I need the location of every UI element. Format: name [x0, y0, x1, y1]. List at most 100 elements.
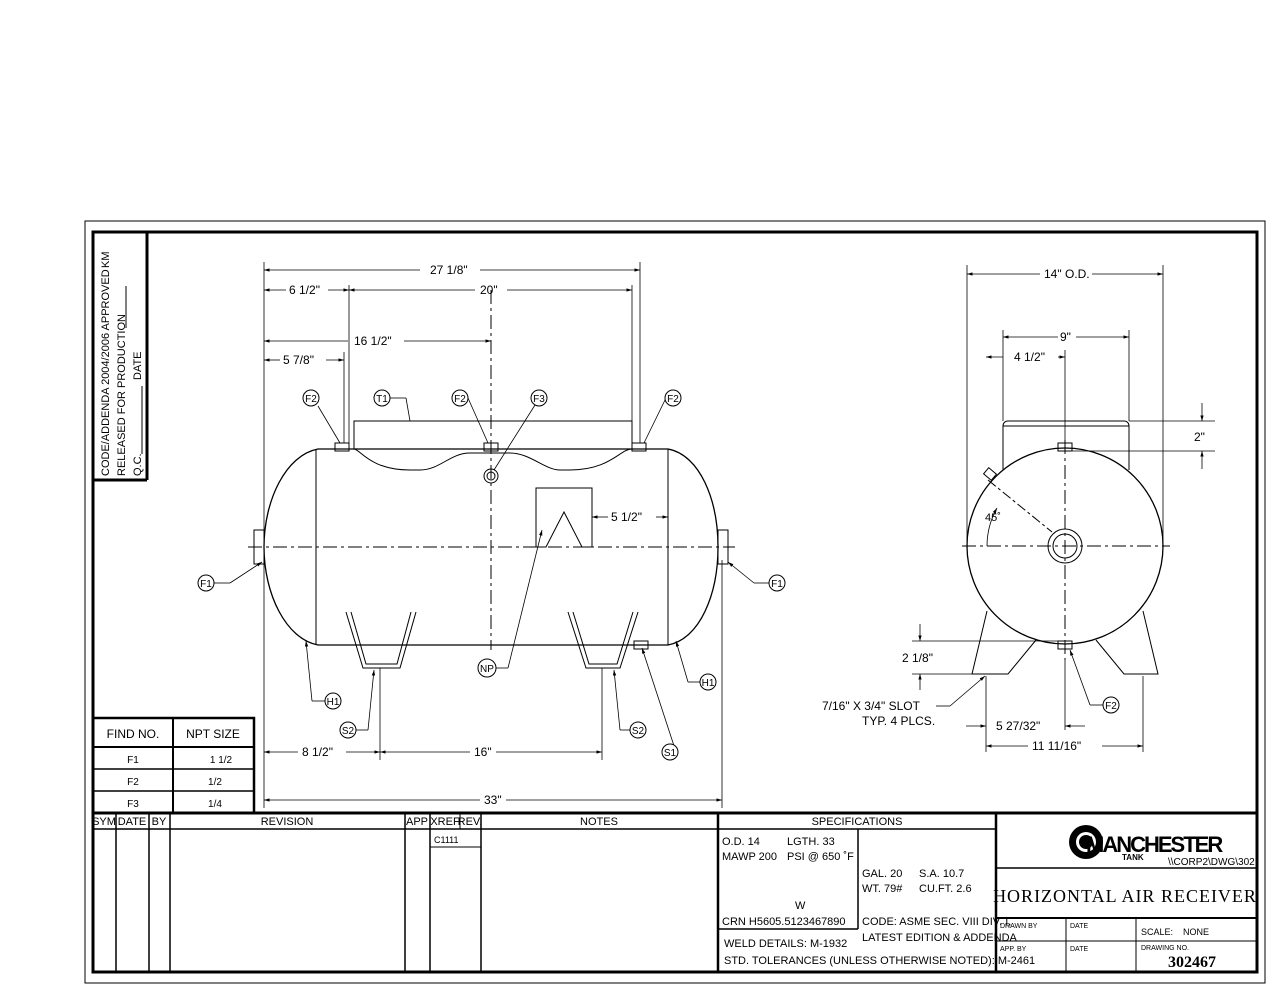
- dim-9: 9": [1060, 330, 1071, 344]
- spec-tolerances: STD. TOLERANCES (UNLESS OTHERWISE NOTED)…: [724, 955, 1035, 967]
- end-view: [962, 420, 1170, 675]
- spec-w: W: [795, 900, 806, 912]
- spec-code2: LATEST EDITION & ADDENDA: [862, 932, 1018, 944]
- end-view-dim-labels: 14" O.D. 9" 4 1/2" 2" 45˚ 2 1/8" 7/16" X…: [822, 267, 1205, 753]
- bubble-s2-right: S2: [629, 721, 647, 739]
- bubble-f2-mid: F2: [451, 389, 469, 407]
- dim-11-11-16: 11 11/16": [1032, 739, 1081, 753]
- rev-header-sym: SYM: [92, 816, 116, 828]
- side-view-dimensions: [263, 262, 723, 808]
- fittings-table-text: FIND NO. NPT SIZE F1 1 1/2 F2 1/2 F3 1/4: [107, 727, 240, 810]
- spec-crn: CRN H5605.5123467890: [722, 916, 846, 928]
- outer-border: [84, 220, 1266, 984]
- dim-45-deg: 45˚: [985, 512, 1001, 524]
- bubble-s2-left: S2: [339, 721, 357, 739]
- bubble-f3: F3: [530, 389, 548, 407]
- code-initials: KM: [100, 252, 112, 269]
- nameplate: [535, 487, 593, 548]
- spec-gal: GAL. 20: [862, 868, 902, 880]
- logo-text: MANCHESTER: [1086, 832, 1223, 857]
- logo-subtext: TANK: [1122, 853, 1144, 862]
- rev-header-rev: REV.: [458, 816, 483, 828]
- svg-text:H1: H1: [702, 678, 715, 689]
- gear-icon: [1069, 825, 1103, 859]
- bubble-f1-right: F1: [768, 574, 786, 592]
- table-header-npt: NPT SIZE: [186, 727, 240, 741]
- table-row-f3-find: F3: [127, 799, 139, 810]
- spec-sa: S.A. 10.7: [919, 868, 964, 880]
- dim-16-1-2: 16 1/2": [354, 334, 392, 348]
- svg-text:S2: S2: [632, 726, 645, 737]
- manchester-logo: MANCHESTER TANK \\CORP2\DWG\302: [1069, 825, 1255, 868]
- drawn-by-label: DRAWN BY: [1000, 923, 1038, 930]
- bubble-h1-right: H1: [699, 673, 717, 691]
- svg-text:F1: F1: [200, 579, 212, 590]
- rev-header-by: BY: [152, 816, 167, 828]
- svg-text:NP: NP: [480, 664, 494, 675]
- svg-text:T1: T1: [376, 394, 388, 405]
- bubble-h1-left: H1: [324, 692, 342, 710]
- bubble-f2-end: F2: [1102, 696, 1120, 714]
- spec-cuft: CU.FT. 2.6: [919, 883, 972, 895]
- app-by-label: APP. BY: [1000, 946, 1027, 953]
- bubble-s1: S1: [661, 743, 679, 761]
- spec-lgth: LGTH. 33: [787, 836, 835, 848]
- code-line2: RELEASED FOR PRODUCTION: [116, 314, 128, 476]
- side-view: [248, 290, 735, 669]
- rev-header-notes: NOTES: [580, 816, 618, 828]
- code-qc: Q.C.: [132, 453, 144, 476]
- dim-2-1-8: 2 1/8": [902, 651, 933, 665]
- dim-33: 33": [484, 793, 502, 807]
- svg-text:F3: F3: [533, 394, 545, 405]
- slot-note-1: 7/16" X 3/4" SLOT: [822, 699, 921, 713]
- svg-text:F2: F2: [1105, 701, 1117, 712]
- spec-psi: PSI @ 650 ˚F: [787, 851, 854, 863]
- rev-header-xref: XREF: [430, 816, 460, 828]
- saddle-left: [345, 611, 417, 669]
- specifications: O.D. 14 LGTH. 33 MAWP 200 PSI @ 650 ˚F W…: [722, 836, 1035, 967]
- bubble-f2-right: F2: [664, 389, 682, 407]
- spec-code1: CODE: ASME SEC. VIII DIV. I,: [862, 916, 1011, 928]
- spec-od: O.D. 14: [722, 836, 760, 848]
- table-row-f2-size: 1/2: [208, 777, 222, 788]
- date-label-1: DATE: [1070, 923, 1088, 930]
- top-platform: [353, 420, 633, 471]
- approval-fields: DRAWN BY DATE APP. BY DATE SCALE: NONE D…: [1000, 923, 1209, 953]
- end-saddle-left: [971, 610, 1037, 675]
- svg-text:F2: F2: [667, 394, 679, 405]
- svg-text:F2: F2: [305, 394, 317, 405]
- dim-20: 20": [480, 283, 498, 297]
- drawing-no-label: DRAWING NO.: [1141, 945, 1189, 952]
- bubble-f1-left: F1: [197, 574, 215, 592]
- dim-14-od: 14" O.D.: [1044, 267, 1090, 281]
- table-row-f1-find: F1: [127, 755, 139, 766]
- table-header-find: FIND NO.: [107, 727, 160, 741]
- date-label-2: DATE: [1070, 946, 1088, 953]
- dim-2: 2": [1194, 430, 1205, 444]
- spec-weld: WELD DETAILS: M-1932: [724, 938, 847, 950]
- svg-text:F1: F1: [771, 579, 783, 590]
- drawing-number: 302467: [1168, 954, 1216, 971]
- table-row-f1-size: 1 1/2: [210, 755, 233, 766]
- svg-text:H1: H1: [327, 697, 340, 708]
- rev-header-app: APP: [406, 816, 428, 828]
- spec-header: SPECIFICATIONS: [812, 816, 903, 828]
- xref-value: C1111: [434, 835, 459, 845]
- dim-6-1-2: 6 1/2": [289, 283, 320, 297]
- code-date: DATE: [132, 351, 144, 380]
- side-view-callouts: [214, 397, 769, 753]
- dim-4-1-2: 4 1/2": [1014, 350, 1045, 364]
- side-view-bubbles: F2 T1 F2 F3 F2 F1 F1 H1 H1 S2 S2 NP S1: [197, 389, 786, 761]
- dim-5-27-32: 5 27/32": [996, 719, 1040, 733]
- rev-header-date: DATE: [118, 816, 147, 828]
- svg-text:F2: F2: [454, 394, 466, 405]
- bubble-np: NP: [477, 658, 497, 678]
- rev-header-revision: REVISION: [261, 816, 314, 828]
- scale-label: SCALE:: [1141, 927, 1173, 937]
- saddle-right: [567, 611, 639, 669]
- scale-value: NONE: [1183, 927, 1209, 937]
- end-saddle-right: [1095, 610, 1159, 675]
- dim-8-1-2: 8 1/2": [302, 745, 333, 759]
- table-row-f2-find: F2: [127, 777, 139, 788]
